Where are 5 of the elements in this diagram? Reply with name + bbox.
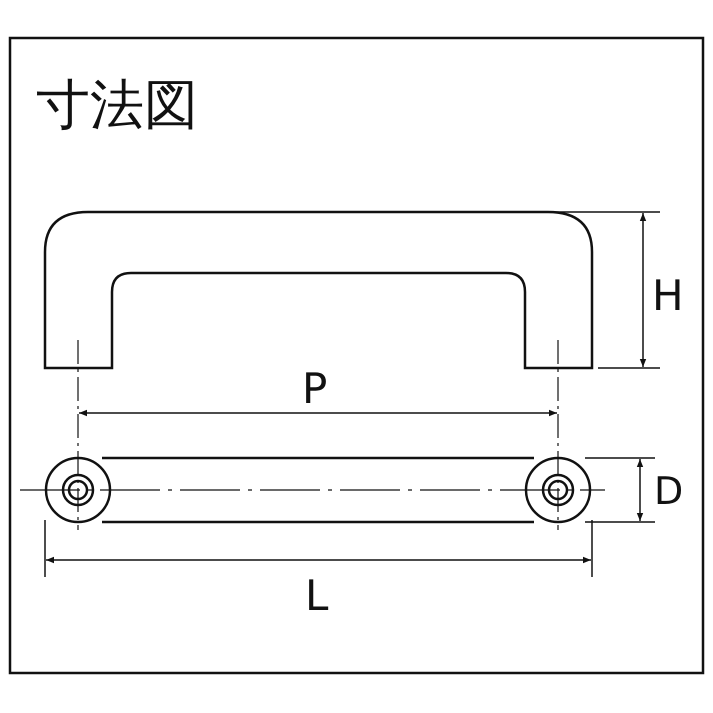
dimension-label: D xyxy=(654,472,684,510)
dimension-label: L xyxy=(305,575,328,617)
dimension-label: H xyxy=(652,275,684,317)
dimension-label: P xyxy=(302,368,328,410)
title: 寸法図 xyxy=(36,78,198,132)
